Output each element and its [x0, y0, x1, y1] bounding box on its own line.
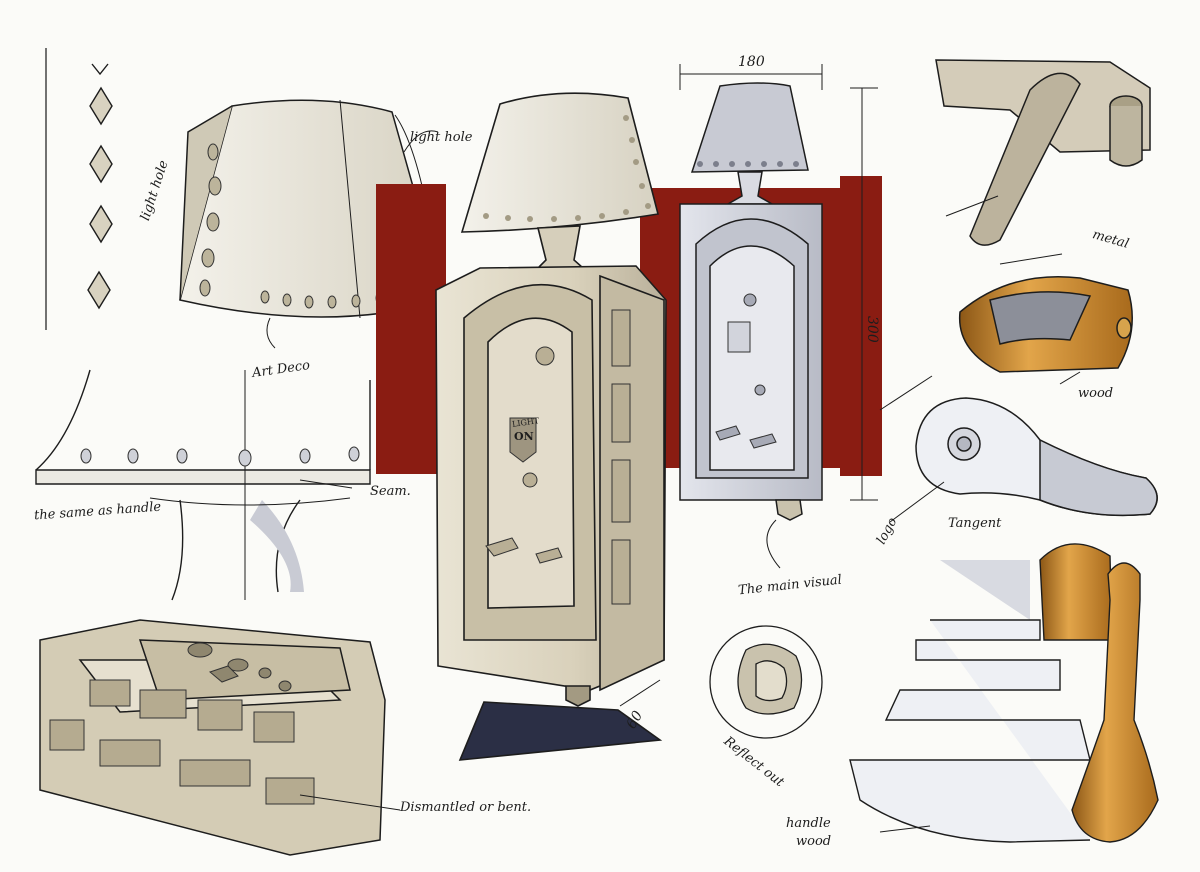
shade-section-sketch — [35, 369, 371, 601]
annotation-seam: Seam. — [370, 484, 411, 499]
dimension-width: 180 — [738, 54, 765, 70]
pillar-handle-sketch — [849, 543, 1159, 843]
annotation-handle-wood-line2: wood — [796, 834, 832, 849]
switch-plate-on-text: ON — [514, 430, 534, 443]
front-elevation-cool — [679, 64, 878, 521]
annotation-handle-wood-line1: handle — [786, 816, 831, 831]
bracket-sketch — [935, 59, 1151, 246]
metal-wood-switch — [958, 275, 1133, 373]
dismantled-sketch — [39, 619, 401, 856]
dimension-height: 300 — [864, 316, 880, 343]
annotation-light-hole-top: light hole — [410, 130, 473, 145]
main-lamp-warm — [435, 92, 667, 761]
leader-lines — [299, 130, 1081, 833]
lever-handle — [915, 397, 1158, 517]
reflect-detail — [709, 625, 823, 739]
annotation-tangent: Tangent — [948, 516, 1002, 531]
annotation-dismantled: Dismantled or bent. — [400, 800, 532, 815]
annotation-wood: wood — [1078, 386, 1114, 401]
diamond-pattern — [45, 48, 113, 330]
